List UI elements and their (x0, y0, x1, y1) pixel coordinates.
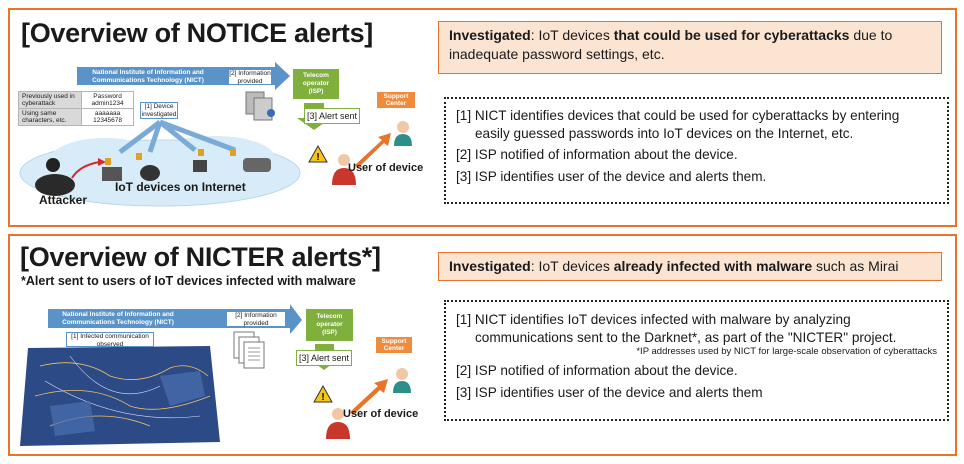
nicter-infected-obs: [1] Infected communication observed (66, 332, 154, 348)
notice-diagram: ! National Institute of Information and … (10, 10, 440, 225)
camera-icon (243, 158, 271, 172)
router-icon (102, 167, 122, 181)
map-icon (20, 346, 220, 446)
notice-nict-box: National Institute of Information and Co… (77, 69, 219, 85)
table-row: Using same characters, etc.aaaaaaa 12345… (17, 108, 134, 126)
nicter-step-2: [2] ISP notified of information about th… (456, 363, 738, 378)
lock-icon (198, 149, 204, 156)
notice-steps-box: [1] NICT identifies devices that could b… (444, 97, 949, 204)
nicter-diagram: ! National Institute of Information and … (10, 236, 440, 456)
notice-attacker-label: Attacker (39, 193, 88, 207)
document-stack-icon (233, 331, 265, 369)
nicter-nict-box: National Institute of Information and Co… (48, 311, 188, 327)
nicter-steps-box: [1] NICT identifies IoT devices infected… (444, 300, 949, 421)
notice-support-box: Support Center (377, 92, 415, 108)
lock-icon (230, 149, 236, 156)
nicter-step-3: [3] ISP identifies user of the device an… (456, 384, 763, 400)
nicter-alert-sent: [3] Alert sent (296, 350, 352, 366)
nicter-user-label: User of device (343, 408, 419, 420)
nicter-isp-box: Telecom operator (ISP) (306, 309, 353, 341)
nicter-support-box: Support Center (376, 337, 412, 353)
router-icon (193, 160, 207, 172)
svg-text:!: ! (321, 392, 324, 403)
notice-investigated: Investigated: IoT devices that could be … (438, 21, 942, 74)
notice-device-investigated: [1] Device investigated (140, 102, 178, 119)
notice-isp-box: Telecom operator (ISP) (293, 69, 339, 99)
nicter-step-1: [1] NICT identifies IoT devices infected… (456, 312, 897, 345)
notice-iot-label: IoT devices on Internet (115, 180, 246, 194)
nicter-subtitle: *Alert sent to users of IoT devices infe… (21, 274, 356, 288)
investigated-label: Investigated (449, 258, 531, 274)
nicter-panel: [Overview of NICTER alerts*] *Alert sent… (8, 234, 957, 456)
investigated-label: Investigated (449, 27, 531, 43)
nicter-info-provided: [2] Information provided (226, 311, 286, 327)
notice-panel: [Overview of NOTICE alerts] Investigated… (8, 8, 957, 227)
lock-icon (136, 153, 142, 160)
notice-user-label: User of device (348, 162, 424, 174)
nicter-investigated: Investigated: IoT devices already infect… (438, 252, 942, 281)
notice-alert-sent: [3] Alert sent (304, 108, 360, 124)
svg-text:!: ! (316, 152, 319, 163)
notice-info-provided: [2] Information provided (228, 69, 272, 85)
notice-step-1: [1] NICT identifies devices that could b… (456, 108, 900, 141)
notice-step-3: [3] ISP identifies user of the device an… (456, 168, 767, 184)
camera-icon (140, 165, 160, 181)
nicter-title: [Overview of NICTER alerts*] (20, 242, 381, 272)
notice-step-2: [2] ISP notified of information about th… (456, 147, 738, 162)
lock-icon (105, 158, 111, 165)
nicter-footnote: *IP addresses used by NICT for large-sca… (636, 346, 937, 357)
notice-title: [Overview of NOTICE alerts] (21, 18, 373, 48)
